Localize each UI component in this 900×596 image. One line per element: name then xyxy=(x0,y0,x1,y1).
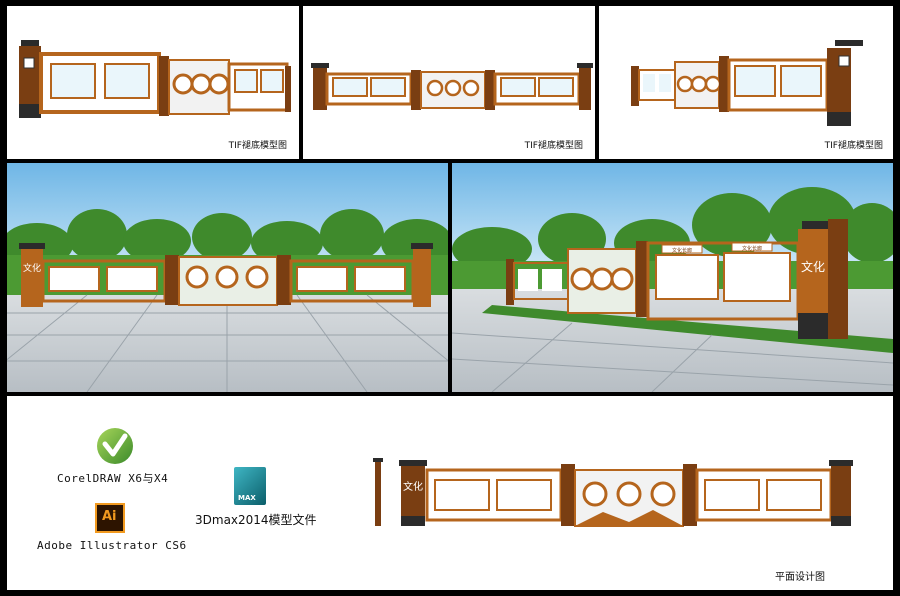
3dsmax-label: 3Dmax2014模型文件 xyxy=(195,513,317,527)
model-view-3-panel: TIF褪底模型图 xyxy=(599,6,893,159)
culture-sign-right: 文化 xyxy=(801,259,825,274)
plan-design-drawing: 文化 xyxy=(373,458,853,527)
coreldraw-logo-icon xyxy=(97,428,133,464)
fence-model-angle-left xyxy=(19,40,291,118)
scene-angle-illustration: 文化长廊 文化长廊 文化 xyxy=(452,163,893,392)
ai-glyph: Ai xyxy=(102,509,117,524)
fence-model-angle-right xyxy=(631,40,863,126)
scene-front-illustration: 文化 xyxy=(7,163,448,392)
banner-left: 文化长廊 xyxy=(672,247,692,254)
plan-culture-sign: 文化 xyxy=(403,480,423,493)
fence-model-front xyxy=(311,63,593,110)
illustrator-logo-icon: Ai xyxy=(95,503,125,533)
software-and-plan-panel: CorelDRAW X6与X4 MAX 3Dmax2014模型文件 Ai Ado… xyxy=(7,396,893,590)
caption-view-1: TIF褪底模型图 xyxy=(228,141,287,151)
model-view-2-panel: TIF褪底模型图 xyxy=(303,6,595,159)
3dsmax-logo-icon: MAX xyxy=(234,467,266,505)
culture-sign-left: 文化 xyxy=(23,262,41,274)
banner-right: 文化长廊 xyxy=(742,245,762,252)
plan-caption: 平面设计图 xyxy=(775,572,825,583)
coreldraw-label: CorelDRAW X6与X4 xyxy=(57,472,169,485)
model-view-1-panel: TIF褪底模型图 xyxy=(7,6,299,159)
render-scene-angle: 文化长廊 文化长廊 文化 xyxy=(452,163,893,392)
max-glyph: MAX xyxy=(238,494,256,502)
caption-view-3: TIF褪底模型图 xyxy=(824,141,883,151)
render-scene-front: 文化 xyxy=(7,163,448,392)
illustrator-label: Adobe Illustrator CS6 xyxy=(37,539,187,552)
caption-view-2: TIF褪底模型图 xyxy=(524,141,583,151)
